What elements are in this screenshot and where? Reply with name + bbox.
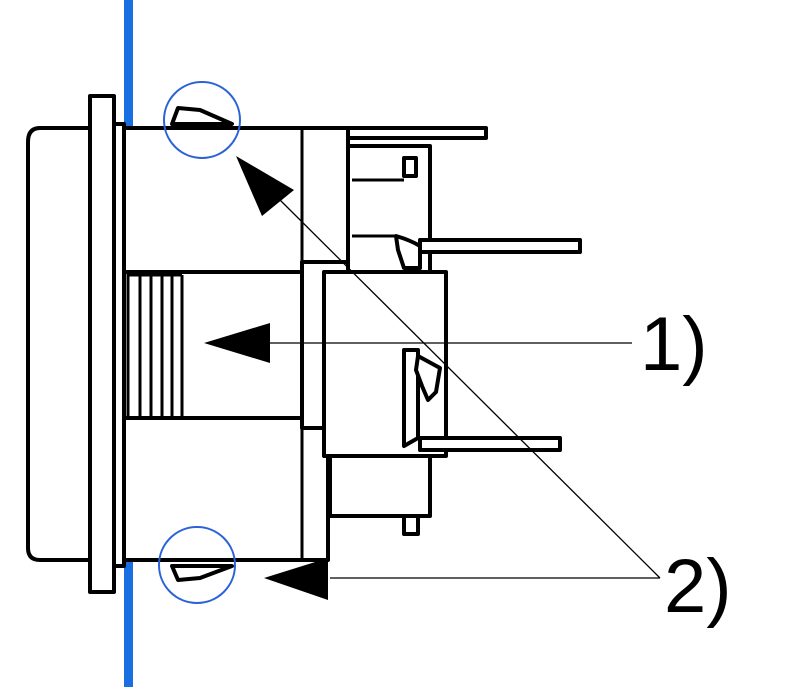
housing-body-lower — [122, 416, 330, 562]
terminal-pin-bottom — [418, 436, 562, 452]
terminal-pin-top — [346, 126, 488, 140]
terminal-pin-middle — [418, 238, 582, 254]
highlight-circle-bottom — [158, 526, 236, 604]
front-bezel — [26, 126, 94, 562]
callout-label-1: 1) — [640, 302, 708, 387]
retaining-clip-bottom — [170, 564, 234, 582]
housing-body — [122, 126, 350, 274]
retaining-clip-top — [170, 106, 234, 126]
ribs — [126, 272, 184, 420]
leader-line-2a — [277, 197, 661, 579]
arrow-2-bottom — [264, 558, 328, 600]
callout-label-2: 2) — [664, 544, 732, 629]
arrow-2-top — [236, 156, 294, 216]
arrow-1 — [204, 323, 270, 363]
flange-plate — [88, 94, 116, 594]
highlight-circle-top — [163, 81, 241, 159]
